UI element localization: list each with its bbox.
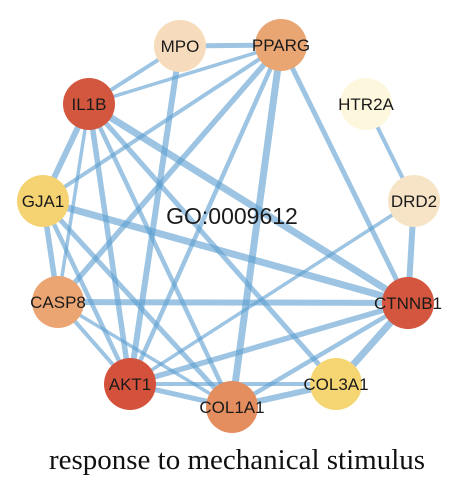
edge-casp8-col1a1 — [56, 300, 234, 409]
node-circle — [154, 20, 206, 72]
edge-drd2-akt1 — [128, 199, 416, 386]
edge-pparg-col1a1 — [228, 41, 285, 411]
edge-il1b-casp8 — [56, 102, 91, 304]
node-label: MPO — [161, 37, 200, 56]
node-circle — [310, 358, 362, 410]
edge-il1b-col1a1 — [86, 101, 235, 410]
node-label: GJA1 — [22, 192, 65, 211]
diagram-caption: response to mechanical stimulus — [48, 444, 426, 476]
node-label: CASP8 — [30, 293, 86, 312]
node-circle — [340, 78, 392, 130]
node-circle — [63, 78, 115, 130]
node-circle — [17, 175, 69, 227]
node-casp8[interactable]: CASP8 — [30, 276, 86, 328]
node-col3a1[interactable]: COL3A1 — [303, 358, 369, 410]
edge-gja1-ctnnb1 — [39, 197, 412, 307]
center-go-label: GO:0009612 — [166, 203, 298, 229]
edge-il1b-akt1 — [86, 101, 133, 387]
node-circle — [255, 19, 307, 71]
edge-ctnnb1-col1a1 — [229, 300, 411, 410]
node-ctnnb1[interactable]: CTNNB1 — [374, 277, 442, 329]
edge-pparg-gja1 — [41, 43, 283, 203]
node-mpo[interactable]: MPO — [154, 20, 206, 72]
edge-gja1-akt1 — [40, 198, 133, 387]
node-label: IL1B — [72, 95, 107, 114]
node-il1b[interactable]: IL1B — [63, 78, 115, 130]
node-label: CTNNB1 — [374, 294, 442, 313]
edge-pparg-akt1 — [127, 42, 284, 387]
node-label: DRD2 — [391, 192, 437, 211]
edge-ctnnb1-akt1 — [127, 300, 411, 387]
node-htr2a[interactable]: HTR2A — [338, 78, 395, 130]
node-gja1[interactable]: GJA1 — [17, 175, 69, 227]
node-circle — [382, 277, 434, 329]
node-label: HTR2A — [338, 95, 394, 114]
node-label: COL1A1 — [199, 398, 264, 417]
node-circle — [32, 276, 84, 328]
node-label: AKT1 — [109, 375, 152, 394]
edge-pparg-ctnnb1 — [278, 42, 411, 306]
node-circle — [388, 175, 440, 227]
node-drd2[interactable]: DRD2 — [388, 175, 440, 227]
node-circle — [206, 381, 258, 433]
edge-casp8-ctnnb1 — [55, 299, 411, 306]
edge-pparg-il1b — [87, 43, 283, 106]
edge-mpo-akt1 — [127, 43, 183, 387]
node-label: COL3A1 — [303, 375, 368, 394]
node-circle — [104, 358, 156, 410]
node-col1a1[interactable]: COL1A1 — [199, 381, 265, 433]
node-pparg[interactable]: PPARG — [252, 19, 310, 71]
node-akt1[interactable]: AKT1 — [104, 358, 156, 410]
node-label: PPARG — [252, 36, 310, 55]
edge-il1b-ctnnb1 — [85, 100, 412, 307]
